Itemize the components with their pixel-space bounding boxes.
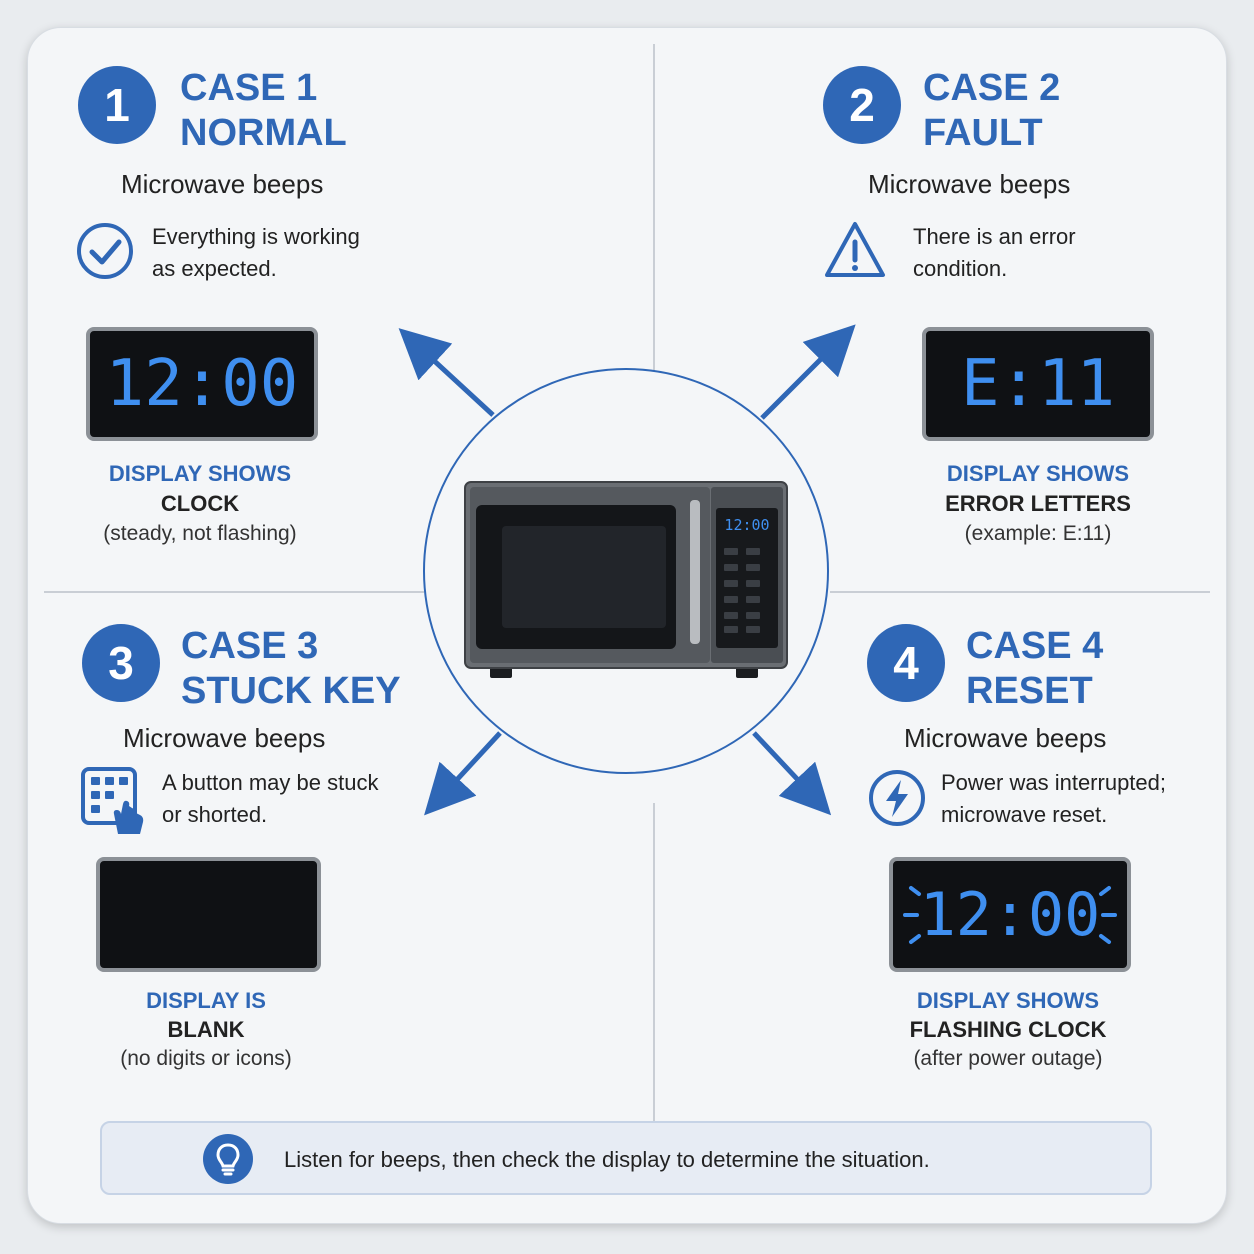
case-4-display-digits: 12:00: [919, 879, 1101, 950]
case-3-title-line1: CASE 3: [181, 625, 319, 667]
case-2-title: CASE 2 FAULT: [923, 66, 1060, 156]
divider-horizontal-left: [44, 591, 424, 593]
case-3-display-blank: [96, 857, 321, 972]
arrow-to-case-4: [752, 731, 832, 816]
divider-vertical-top: [653, 44, 655, 394]
case-2-number-badge: 2: [823, 66, 901, 144]
case-4-caption-dark: FLASHING CLOCK: [909, 1017, 1107, 1042]
case-3-caption-blue: DISPLAY IS: [146, 988, 266, 1013]
case-4-description: Power was interrupted; microwave reset.: [941, 767, 1166, 831]
arrow-to-case-3: [424, 731, 502, 816]
case-2-desc-line1: There is an error: [913, 224, 1076, 249]
case-2-desc-line2: condition.: [913, 256, 1008, 281]
case-4-desc-line1: Power was interrupted;: [941, 770, 1166, 795]
case-3-caption-dark: BLANK: [167, 1017, 245, 1042]
case-2-caption-blue: DISPLAY SHOWS: [946, 461, 1130, 486]
case-1-caption-note: (steady, not flashing): [103, 522, 297, 545]
case-1-caption-blue: DISPLAY SHOWS: [108, 461, 292, 486]
case-4-beeps-label: Microwave beeps: [904, 723, 1107, 753]
case-4-desc-line2: microwave reset.: [941, 802, 1108, 827]
case-1-desc-line2: as expected.: [152, 256, 277, 281]
case-1-title: CASE 1 NORMAL: [180, 66, 347, 156]
case-4-title: CASE 4 RESET: [966, 624, 1103, 714]
case-3-desc-line1: A button may be stuck: [162, 770, 379, 795]
case-2-beeps-label: Microwave beeps: [868, 169, 1071, 199]
case-4-display-flashing: 12:00: [889, 857, 1131, 972]
case-4-title-line2: RESET: [966, 670, 1093, 712]
case-1-number-badge: 1: [78, 66, 156, 144]
lightbulb-icon: [203, 1134, 253, 1184]
case-1-title-line2: NORMAL: [180, 112, 347, 154]
case-3-number-badge: 3: [82, 624, 160, 702]
case-1-beeps-label: Microwave beeps: [121, 169, 324, 199]
check-circle-icon: [77, 223, 133, 279]
case-2-caption-note: (example: E:11): [964, 522, 1112, 545]
tip-text: Listen for beeps, then check the display…: [284, 1147, 930, 1172]
arrow-to-case-2: [760, 324, 856, 420]
case-4-caption-blue: DISPLAY SHOWS: [916, 988, 1100, 1013]
case-1-display: 12:00: [86, 327, 318, 441]
case-2-description: There is an error condition.: [913, 221, 1076, 285]
case-1-caption-dark: CLOCK: [160, 491, 240, 516]
case-3-caption-note: (no digits or icons): [120, 1047, 292, 1070]
divider-horizontal-right: [830, 591, 1210, 593]
keypad-press-icon: [81, 767, 144, 834]
case-1-description: Everything is working as expected.: [152, 221, 360, 285]
case-3-title: CASE 3 STUCK KEY: [181, 624, 401, 714]
warning-triangle-icon: [825, 222, 885, 277]
case-3-title-line2: STUCK KEY: [181, 670, 401, 712]
case-4-title-line1: CASE 4: [966, 625, 1104, 667]
tip-bar: Listen for beeps, then check the display…: [100, 1121, 1152, 1195]
flash-marks-icon: [903, 886, 1117, 944]
case-4-caption-note: (after power outage): [913, 1047, 1103, 1070]
case-3-beeps-label: Microwave beeps: [123, 723, 326, 753]
arrow-to-case-1: [398, 328, 495, 417]
case-2-caption-dark: ERROR LETTERS: [945, 491, 1131, 516]
case-1-title-line1: CASE 1: [180, 67, 318, 109]
case-1-desc-line1: Everything is working: [152, 224, 360, 249]
case-3-desc-line2: or shorted.: [162, 802, 268, 827]
microwave-icon: 12:00: [464, 481, 788, 678]
case-4-number-badge: 4: [867, 624, 945, 702]
case-3-description: A button may be stuck or shorted.: [162, 767, 378, 831]
divider-vertical-bottom: [653, 803, 655, 1133]
case-2-display: E:11: [922, 327, 1154, 441]
case-2-title-line1: CASE 2: [923, 67, 1061, 109]
microwave-display-text: 12:00: [724, 516, 769, 534]
case-2-title-line2: FAULT: [923, 112, 1043, 154]
lightning-bolt-icon: [869, 770, 925, 826]
